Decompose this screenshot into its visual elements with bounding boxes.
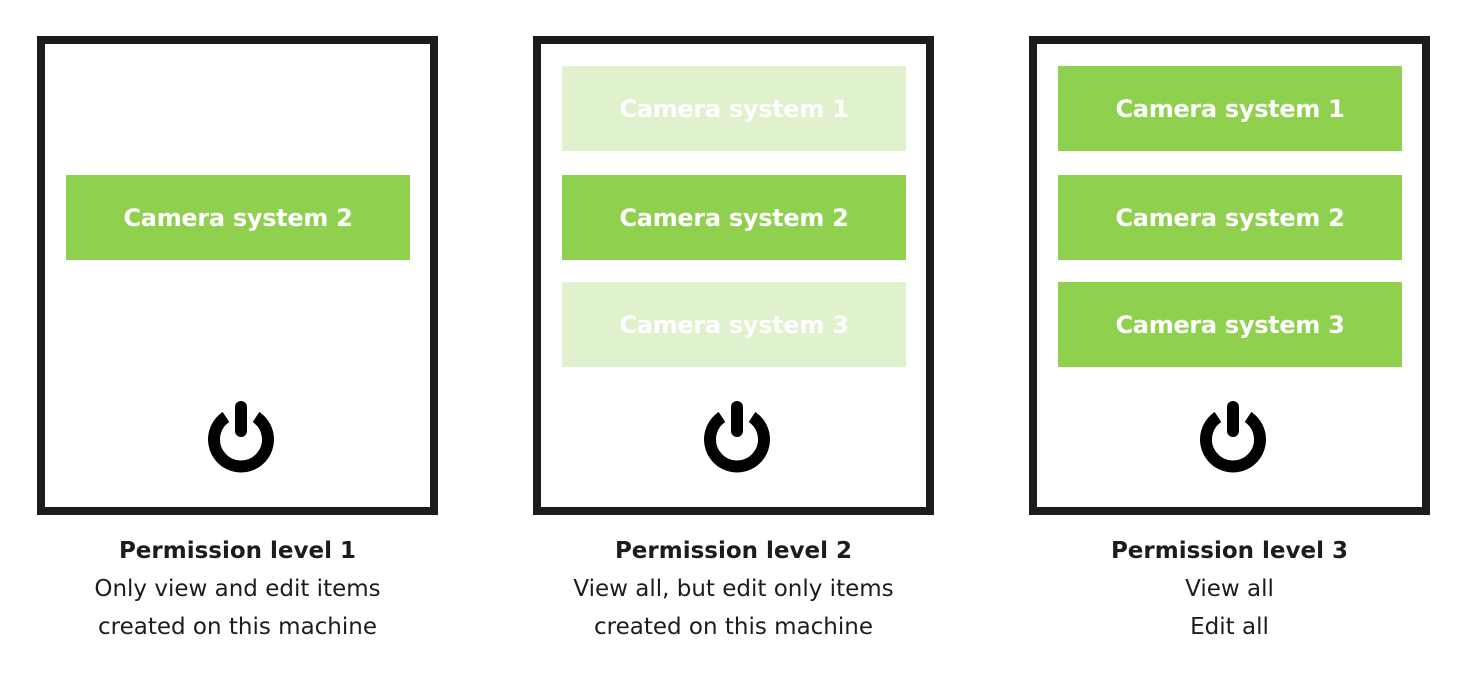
- device-frame: Camera system 1 Camera system 2 Camera s…: [1029, 36, 1430, 515]
- caption: Permission level 2 View all, but edit on…: [533, 532, 934, 646]
- caption-title: Permission level 3: [1110, 538, 1349, 564]
- device-frame: Camera system 2: [37, 36, 438, 515]
- caption-title: Permission level 2: [614, 538, 853, 564]
- caption: Permission level 1 Only view and edit it…: [37, 532, 438, 646]
- caption-line: created on this machine: [98, 614, 377, 640]
- caption: Permission level 3 View all Edit all: [1029, 532, 1430, 646]
- caption-line: View all, but edit only items: [573, 576, 894, 602]
- camera-system-1-button[interactable]: Camera system 1: [1058, 66, 1402, 151]
- caption-line: Only view and edit items: [94, 576, 381, 602]
- power-icon[interactable]: [1198, 401, 1268, 473]
- camera-system-2-button[interactable]: Camera system 2: [562, 175, 906, 260]
- device-frame: Camera system 1 Camera system 2 Camera s…: [533, 36, 934, 515]
- caption-title: Permission level 1: [118, 538, 357, 564]
- camera-system-3-button[interactable]: Camera system 3: [562, 282, 906, 367]
- camera-system-2-button[interactable]: Camera system 2: [66, 175, 410, 260]
- caption-line: Edit all: [1190, 614, 1269, 640]
- power-icon[interactable]: [702, 401, 772, 473]
- caption-line: View all: [1185, 576, 1274, 602]
- camera-system-2-button[interactable]: Camera system 2: [1058, 175, 1402, 260]
- caption-line: created on this machine: [594, 614, 873, 640]
- power-icon[interactable]: [206, 401, 276, 473]
- camera-system-1-button[interactable]: Camera system 1: [562, 66, 906, 151]
- camera-system-3-button[interactable]: Camera system 3: [1058, 282, 1402, 367]
